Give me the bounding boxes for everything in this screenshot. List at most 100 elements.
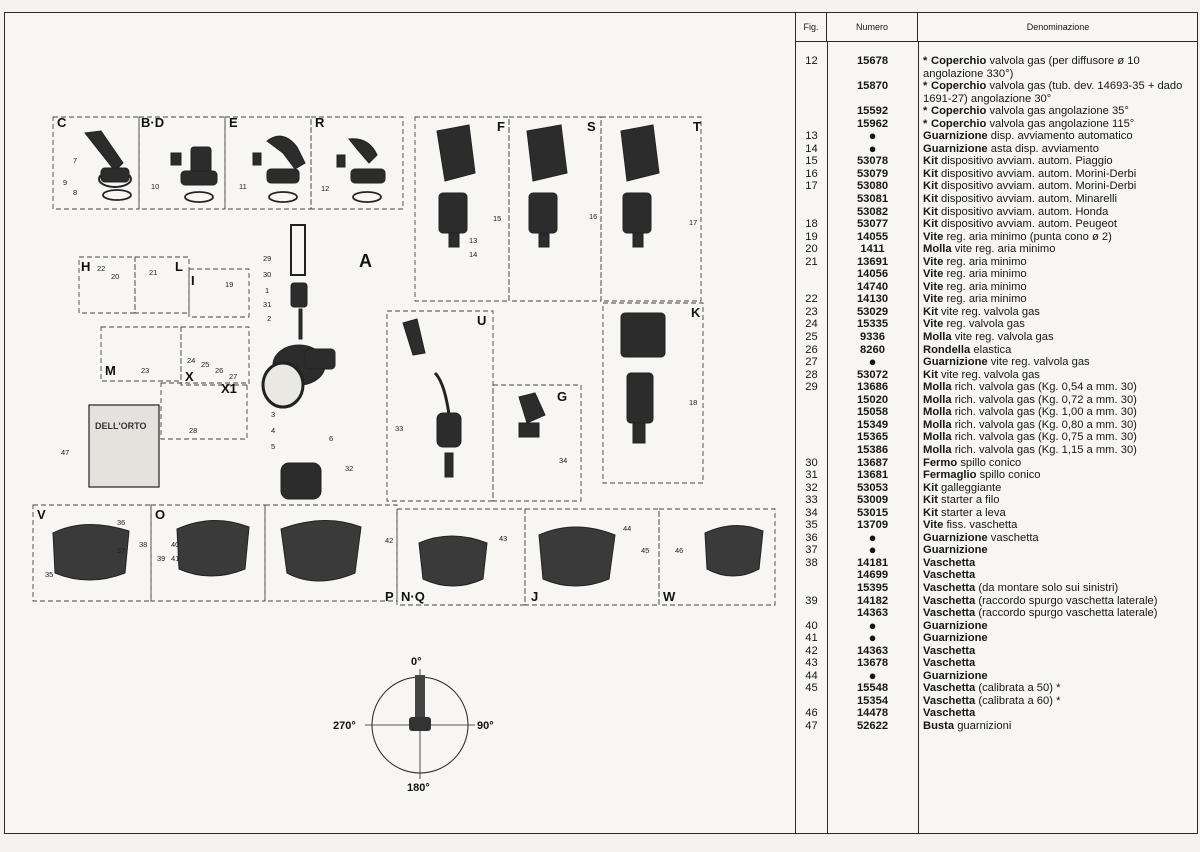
row-star: * xyxy=(923,117,928,130)
callout: 10 xyxy=(151,182,159,191)
row-part-name: Molla xyxy=(923,331,952,344)
callout: 28 xyxy=(189,426,197,435)
row-numero: 14699 xyxy=(856,569,889,582)
row-fig: 31 xyxy=(805,469,818,482)
row-denominazione: *Coperchio valvola gas (tub. dev. 14693-… xyxy=(918,80,1198,105)
row-fig xyxy=(796,118,827,131)
row-part-name: Vaschetta xyxy=(923,556,976,569)
row-denominazione: Kit dispositivo avviam. autom. Morini-De… xyxy=(918,168,1198,181)
row-part-name: Vite xyxy=(923,293,944,306)
panel-letter: F xyxy=(497,119,505,134)
row-fig xyxy=(796,406,827,419)
row-numero: 14056 xyxy=(856,268,889,281)
row-part-name: Coperchio xyxy=(931,105,987,118)
row-denominazione: Kit starter a leva xyxy=(918,507,1198,520)
row-denominazione: Rondella elastica xyxy=(918,344,1198,357)
row-numero: 53078 xyxy=(856,155,889,168)
row-part-name: Vite xyxy=(923,519,944,532)
row-fig: 21 xyxy=(805,255,818,268)
dial-label-bottom: 180° xyxy=(407,782,430,794)
row-description: valvola gas angolazione 115° xyxy=(989,117,1135,130)
row-description: rich. valvola gas (Kg. 0,72 a mm. 30) xyxy=(954,393,1137,406)
row-fig: 25 xyxy=(805,331,818,344)
angle-dial: 0° 90° 180° 270° xyxy=(333,656,494,794)
table-row: 31 13681 Fermaglio spillo conico xyxy=(796,469,1198,482)
row-description: reg. aria minimo xyxy=(946,293,1027,306)
row-numero: 13709 xyxy=(856,519,889,532)
row-description: rich. valvola gas (Kg. 0,80 a mm. 30) xyxy=(954,418,1137,431)
row-numero: 53009 xyxy=(856,494,889,507)
callout: 23 xyxy=(141,366,149,375)
callout: 24 xyxy=(187,356,195,365)
row-part-name: Guarnizione xyxy=(923,632,988,645)
row-fig xyxy=(796,206,827,219)
table-row: 37●Guarnizione xyxy=(796,544,1198,557)
row-denominazione: Guarnizione vite reg. valvola gas xyxy=(918,356,1198,369)
row-part-name: Coperchio xyxy=(931,117,987,130)
row-denominazione: Molla rich. valvola gas (Kg. 1,15 a mm. … xyxy=(918,444,1198,457)
callout: 4 xyxy=(271,426,275,435)
row-denominazione: Busta guarnizioni xyxy=(918,720,1198,733)
row-fig: 32 xyxy=(805,481,818,494)
callout: 20 xyxy=(111,272,119,281)
row-description: asta disp. avviamento xyxy=(990,142,1099,155)
row-part-name: Fermaglio xyxy=(923,469,977,482)
row-denominazione: Kit dispositivo avviam. autom. Minarelli xyxy=(918,193,1198,206)
row-denominazione: Molla vite reg. aria minimo xyxy=(918,243,1198,256)
panel-letter: E xyxy=(229,115,238,130)
row-denominazione: Vite fiss. vaschetta xyxy=(918,519,1198,532)
row-part-name: Molla xyxy=(923,393,952,406)
dial-label-top: 0° xyxy=(411,656,422,668)
row-part-name: Guarnizione xyxy=(923,544,988,557)
row-denominazione: Guarnizione disp. avviamento automatico xyxy=(918,130,1198,143)
row-part-name: Vite xyxy=(923,255,944,268)
row-denominazione: Molla vite reg. valvola gas xyxy=(918,331,1198,344)
row-description: dispositivo avviam. autom. Peugeot xyxy=(941,218,1118,231)
row-denominazione: Kit starter a filo xyxy=(918,494,1198,507)
callout: 16 xyxy=(589,212,597,221)
row-part-name: Vite xyxy=(923,268,944,281)
row-numero: 15058 xyxy=(856,406,889,419)
row-description: dispositivo avviam. autom. Honda xyxy=(941,205,1109,218)
table-header: Fig. Numero Denominazione xyxy=(796,13,1198,42)
panel-letter: I xyxy=(191,273,195,288)
row-denominazione: Kit dispositivo avviam. autom. Morini-De… xyxy=(918,180,1198,193)
row-numero: 13681 xyxy=(856,469,889,482)
panel-letter: U xyxy=(477,313,486,328)
callout: 18 xyxy=(689,398,697,407)
row-numero: ● xyxy=(868,140,877,156)
callout: 32 xyxy=(345,464,353,473)
panel-letter: X1 xyxy=(221,381,237,396)
row-denominazione: Vaschetta xyxy=(918,557,1198,570)
row-description: reg. aria minimo xyxy=(946,255,1027,268)
panel-letter: X xyxy=(185,369,194,384)
row-denominazione: Kit dispositivo avviam. autom. Peugeot xyxy=(918,218,1198,231)
row-denominazione: Molla rich. valvola gas (Kg. 0,80 a mm. … xyxy=(918,419,1198,432)
panel-letter: L xyxy=(175,259,183,274)
row-numero: 15678 xyxy=(856,55,889,67)
row-description: vite reg. valvola gas xyxy=(954,331,1054,344)
row-part-name: Guarnizione xyxy=(923,142,988,155)
row-fig xyxy=(796,419,827,432)
row-part-name: Vaschetta xyxy=(923,644,976,657)
row-denominazione: Fermaglio spillo conico xyxy=(918,469,1198,482)
row-denominazione: Vite reg. aria minimo xyxy=(918,268,1198,281)
row-description: disp. avviamento automatico xyxy=(990,130,1133,143)
row-denominazione: Vaschetta xyxy=(918,707,1198,720)
panel-letter: B·D xyxy=(141,115,164,130)
row-part-name: Guarnizione xyxy=(923,356,988,369)
row-denominazione: Kit dispositivo avviam. autom. Honda xyxy=(918,206,1198,219)
callout: 37 xyxy=(117,546,125,555)
